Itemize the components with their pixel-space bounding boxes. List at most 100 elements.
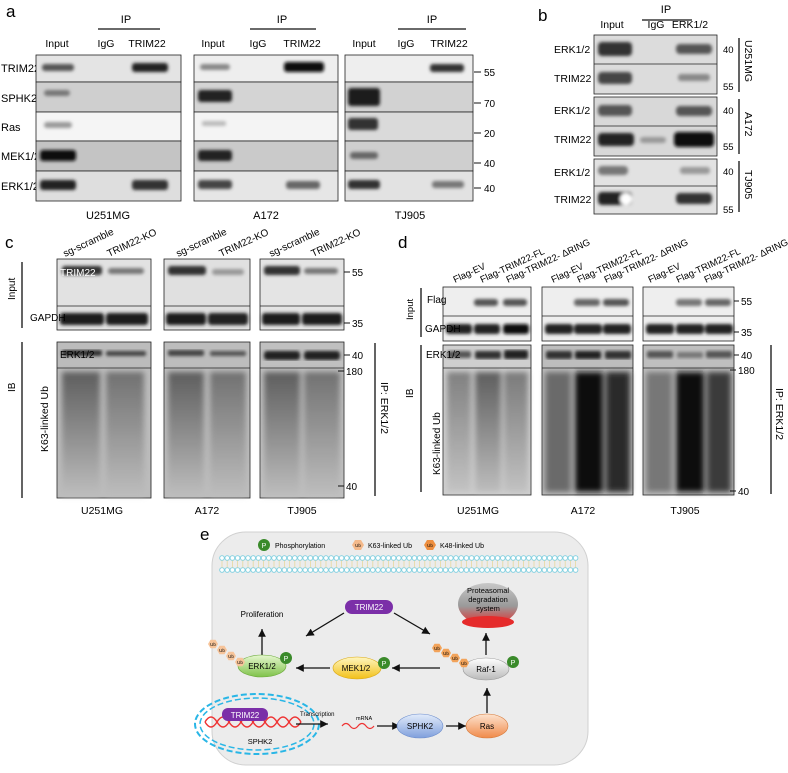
- mek-node: MEK1/2 P: [332, 656, 390, 680]
- lipid-head: [463, 567, 470, 573]
- panel-d: d Input IB K63-linked Ub Flag-EV Flag-TR…: [398, 233, 788, 517]
- col-input: Input: [352, 38, 375, 50]
- phospho-icon: [258, 539, 270, 551]
- row-label-sphk2: SPHK2: [1, 93, 37, 105]
- lipid-head: [302, 555, 308, 561]
- mw-marker: 55: [723, 82, 734, 93]
- ubiquitin-icon: [441, 648, 451, 658]
- mw-marker: 35: [352, 319, 364, 330]
- lipid-head: [416, 555, 423, 561]
- lipid-head: [494, 555, 501, 561]
- band: [503, 324, 529, 334]
- mw-marker: 55: [723, 205, 734, 216]
- lipid-head: [505, 567, 511, 573]
- band: [430, 64, 464, 72]
- lipid-head: [411, 567, 418, 573]
- mw-marker: 180: [346, 367, 363, 378]
- band: [40, 180, 76, 190]
- ib-blots-d: ERK1/2: [426, 344, 735, 496]
- blot-a-u251mg: IP Input IgG TRIM22 U251MG: [35, 14, 182, 222]
- ib-label: IB: [405, 388, 416, 398]
- ip-label: IP: [427, 14, 437, 26]
- ib-blots-c: ERK1/2: [56, 341, 345, 499]
- lipid-head: [260, 567, 267, 573]
- lipid-head: [245, 555, 251, 561]
- cell-line-label: A172: [253, 210, 279, 222]
- lipid-head: [458, 567, 464, 573]
- lipid-head: [500, 555, 506, 561]
- lipid-head: [562, 555, 568, 561]
- lipid-head: [229, 567, 236, 573]
- band: [676, 324, 704, 334]
- smear: [545, 372, 571, 492]
- col-igg: IgG: [250, 38, 267, 50]
- lipid-head: [572, 555, 579, 561]
- mw-marker: 180: [738, 366, 755, 377]
- ib-label: IB: [7, 382, 18, 392]
- band: [647, 351, 673, 358]
- lane-row-ras: [193, 111, 339, 142]
- lipid-head: [224, 555, 230, 561]
- lipid-head: [468, 555, 475, 561]
- lipid-head: [370, 555, 376, 561]
- lipid-head: [229, 555, 236, 561]
- proteasome-label-line: Proteasomal: [467, 586, 509, 595]
- lipid-head: [437, 555, 444, 561]
- mw-marker: 40: [352, 351, 364, 362]
- band: [132, 180, 168, 190]
- band: [210, 351, 246, 356]
- panel-e-letter: e: [200, 525, 209, 544]
- band: [575, 351, 601, 359]
- transcription-label: Transcription: [300, 712, 334, 718]
- ubiquitin-label: Ub: [461, 661, 467, 666]
- proteasome-body: [458, 583, 518, 625]
- lipid-head: [323, 567, 329, 573]
- lipid-head: [286, 555, 293, 561]
- arrow-trim22-erk: [305, 612, 345, 637]
- phospho-icon: [280, 652, 292, 664]
- lipid-head: [572, 567, 579, 573]
- mw-marker: 55: [723, 142, 734, 153]
- col-igg: IgG: [398, 38, 415, 50]
- lipid-head: [354, 567, 360, 573]
- band: [286, 181, 320, 189]
- band: [680, 167, 710, 174]
- band: [446, 324, 472, 334]
- band: [44, 122, 72, 128]
- lipid-head: [266, 567, 272, 573]
- band: [262, 313, 300, 325]
- lipid-head: [380, 555, 386, 561]
- band: [676, 106, 712, 116]
- lipid-head: [354, 555, 360, 561]
- band: [62, 350, 102, 356]
- band: [598, 105, 632, 116]
- panel-a: a TRIM22 SPHK2 Ras MEK1/2 ERK1/2 IP Inpu…: [1, 2, 496, 222]
- smear: [168, 372, 204, 496]
- band: [676, 299, 702, 306]
- lipid-head: [546, 555, 553, 561]
- lipid-head: [370, 567, 376, 573]
- band: [42, 64, 74, 71]
- erk-label: ERK1/2: [248, 662, 276, 671]
- lipid-head: [385, 555, 392, 561]
- lane-row-sphk2: [344, 81, 474, 113]
- ubiquitin-label: Ub: [210, 642, 216, 647]
- band: [350, 152, 378, 159]
- row-label: ERK1/2: [554, 105, 590, 117]
- lipid-head: [250, 555, 256, 561]
- lipid-head: [318, 567, 324, 573]
- lipid-head: [489, 555, 496, 561]
- lipid-head: [510, 567, 516, 573]
- lipid-head: [432, 555, 438, 561]
- band: [678, 74, 710, 81]
- band: [198, 90, 232, 102]
- band: [504, 350, 528, 359]
- lane-row-sphk2: [35, 81, 182, 113]
- smear: [475, 372, 501, 492]
- col-input: Input: [201, 38, 224, 50]
- band: [432, 181, 464, 188]
- lipid-head: [422, 555, 428, 561]
- lipid-head: [240, 567, 246, 573]
